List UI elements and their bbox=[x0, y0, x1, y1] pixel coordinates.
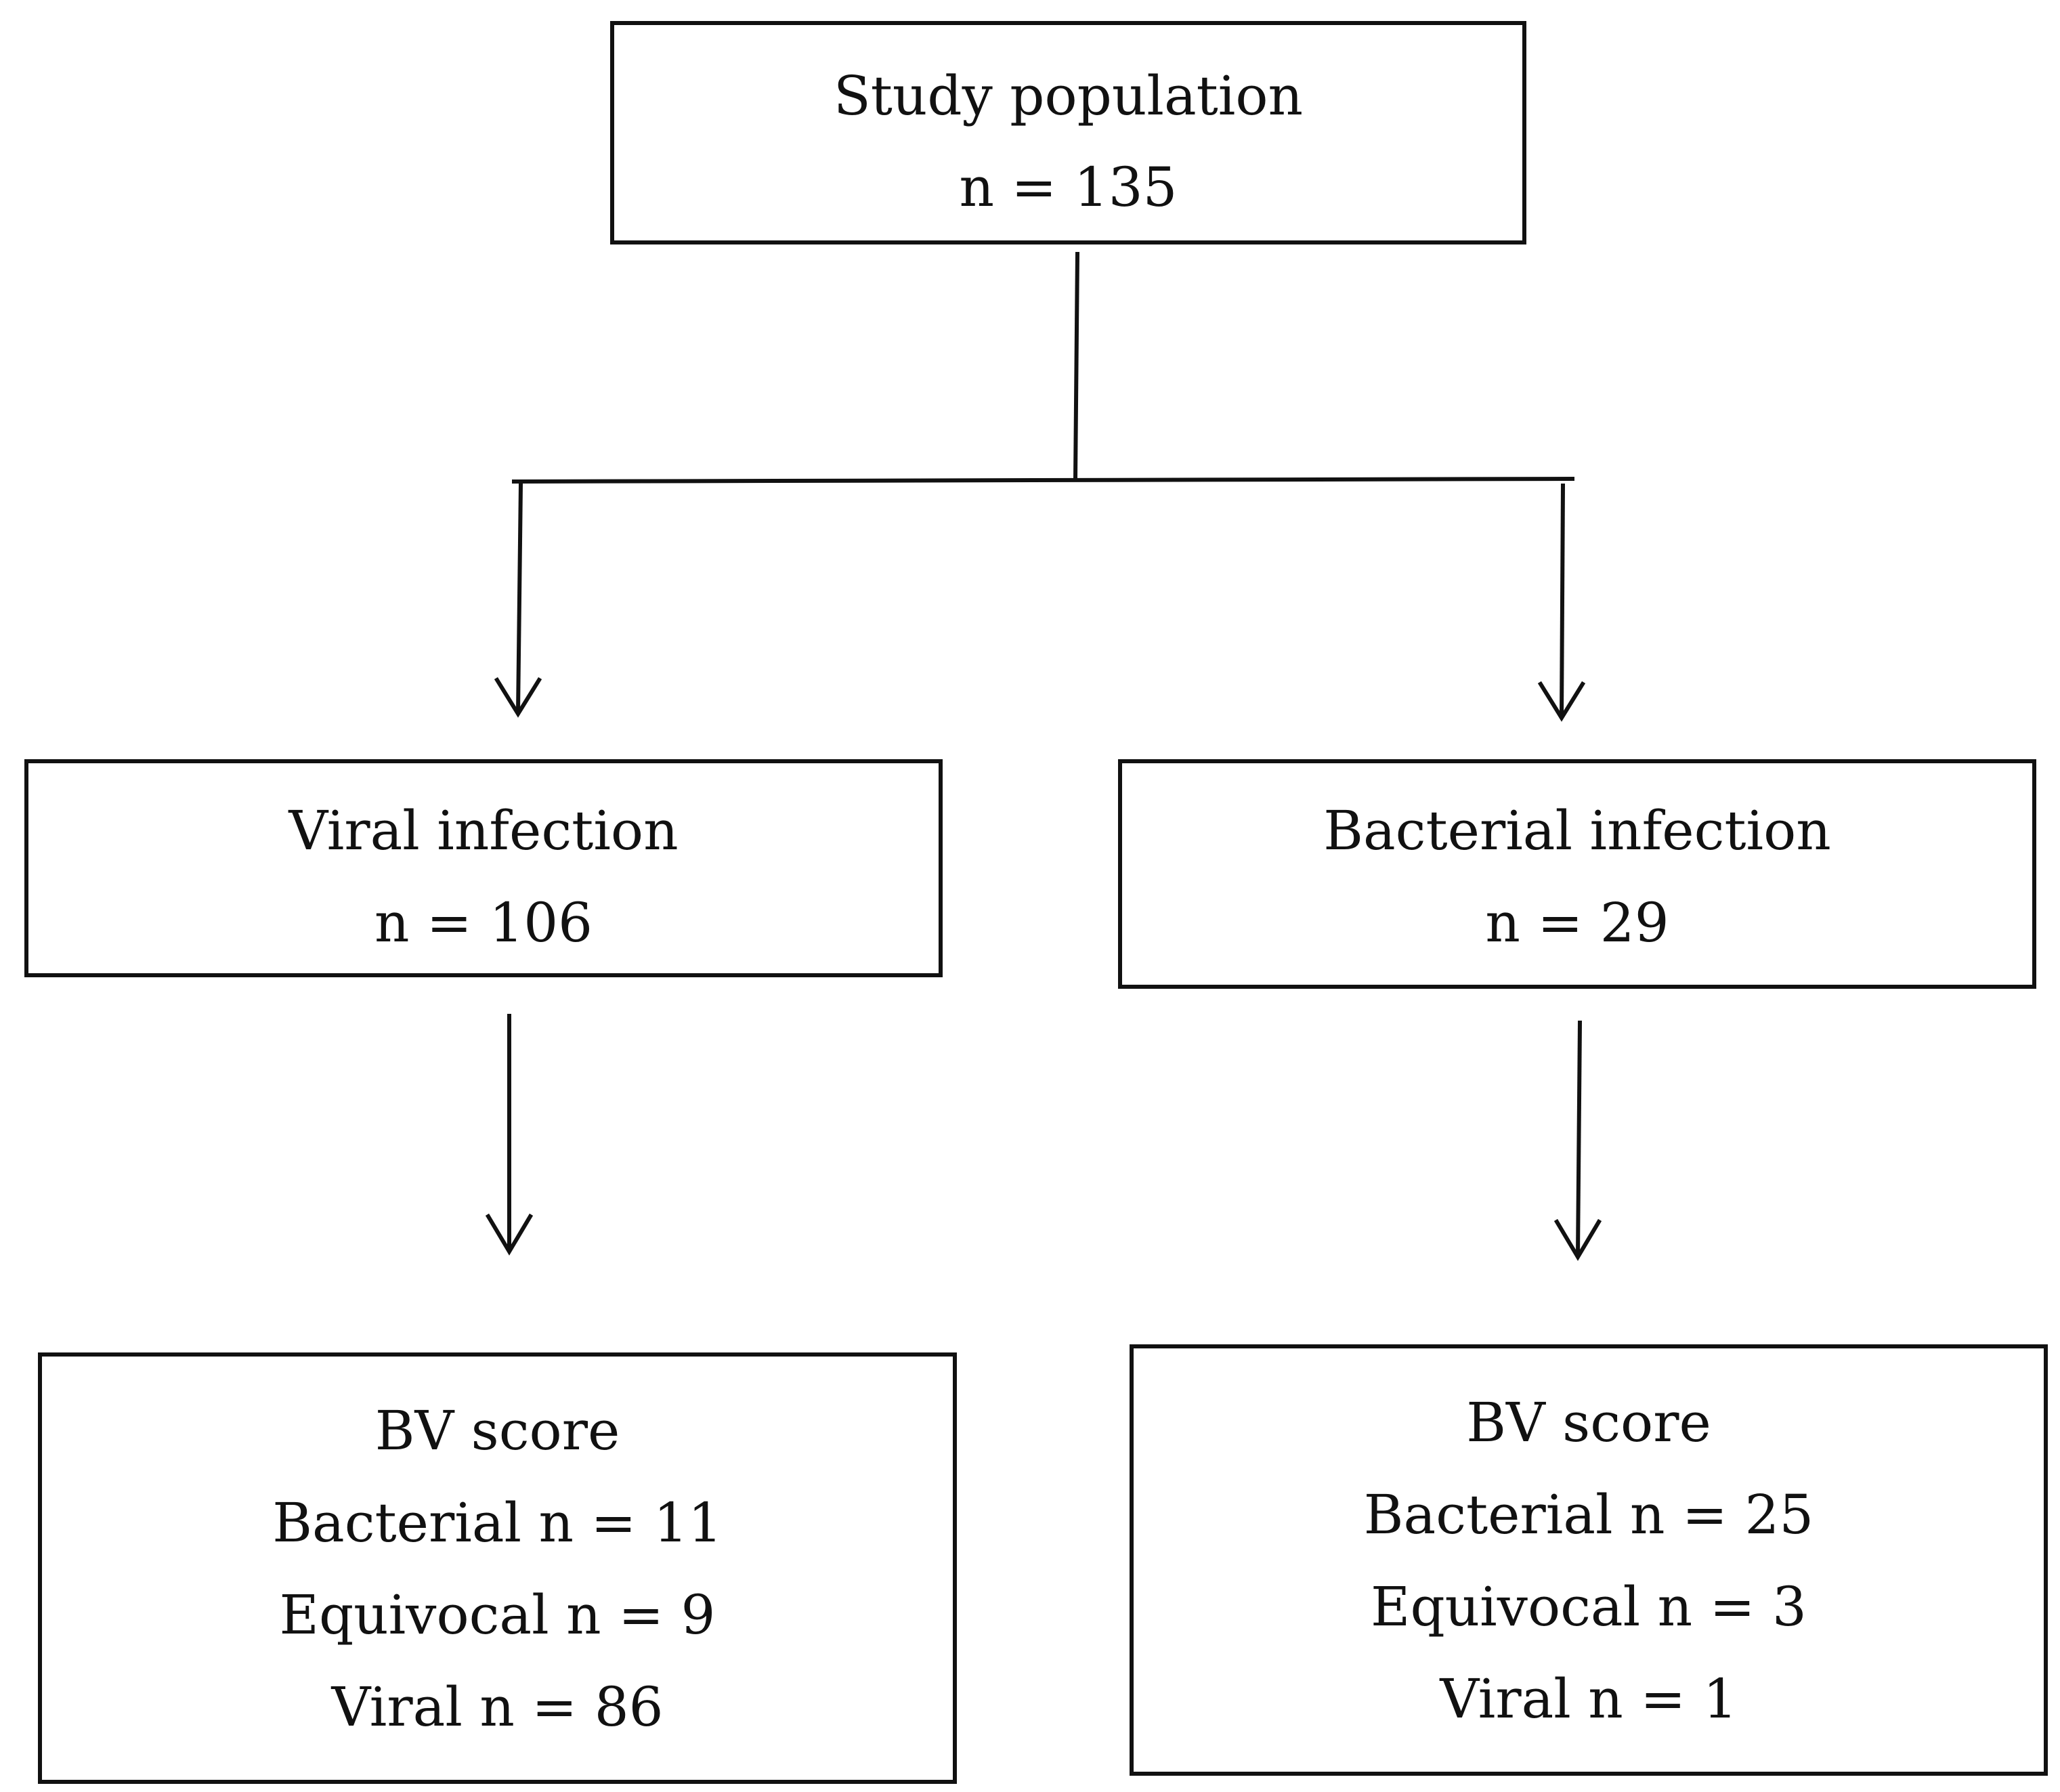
bacterial-bv-score-bacterial: Bacterial n = 25 bbox=[1363, 1483, 1814, 1546]
viral-infection-title: Viral infection bbox=[288, 799, 679, 862]
study-population-title: Study population bbox=[833, 64, 1304, 127]
viral-bv-score-viral: Viral n = 86 bbox=[331, 1676, 664, 1738]
arrow-to-viral-shaft bbox=[515, 482, 523, 715]
viral-bv-score-equivocal: Equivocal n = 9 bbox=[279, 1583, 716, 1646]
study-population-count: n = 135 bbox=[959, 156, 1178, 219]
split-line bbox=[511, 476, 1575, 484]
arrow-viral-to-bv-head bbox=[485, 1213, 534, 1256]
arrow-bacterial-to-bv-shaft bbox=[1575, 1020, 1583, 1258]
trunk-line bbox=[1073, 251, 1080, 482]
bacterial-bv-score-equivocal: Equivocal n = 3 bbox=[1371, 1575, 1807, 1638]
bacterial-bv-score-box: BV score Bacterial n = 25 Equivocal n = … bbox=[1130, 1344, 2048, 1776]
viral-infection-count: n = 106 bbox=[374, 891, 593, 954]
bacterial-infection-title: Bacterial infection bbox=[1323, 799, 1831, 862]
study-population-box: Study population n = 135 bbox=[610, 21, 1526, 244]
arrow-to-viral-head bbox=[494, 677, 542, 718]
bacterial-bv-score-viral: Viral n = 1 bbox=[1440, 1667, 1738, 1730]
arrow-to-bacterial-head bbox=[1537, 681, 1586, 722]
arrow-bacterial-to-bv-head bbox=[1553, 1218, 1602, 1261]
viral-bv-score-box: BV score Bacterial n = 11 Equivocal n = … bbox=[38, 1352, 957, 1784]
bacterial-infection-count: n = 29 bbox=[1485, 891, 1669, 954]
viral-infection-box: Viral infection n = 106 bbox=[24, 759, 943, 977]
bacterial-infection-box: Bacterial infection n = 29 bbox=[1118, 759, 2036, 989]
bacterial-bv-score-title: BV score bbox=[1466, 1391, 1711, 1454]
arrow-to-bacterial-shaft bbox=[1559, 483, 1566, 719]
viral-bv-score-bacterial: Bacterial n = 11 bbox=[272, 1491, 723, 1554]
viral-bv-score-title: BV score bbox=[374, 1399, 620, 1462]
